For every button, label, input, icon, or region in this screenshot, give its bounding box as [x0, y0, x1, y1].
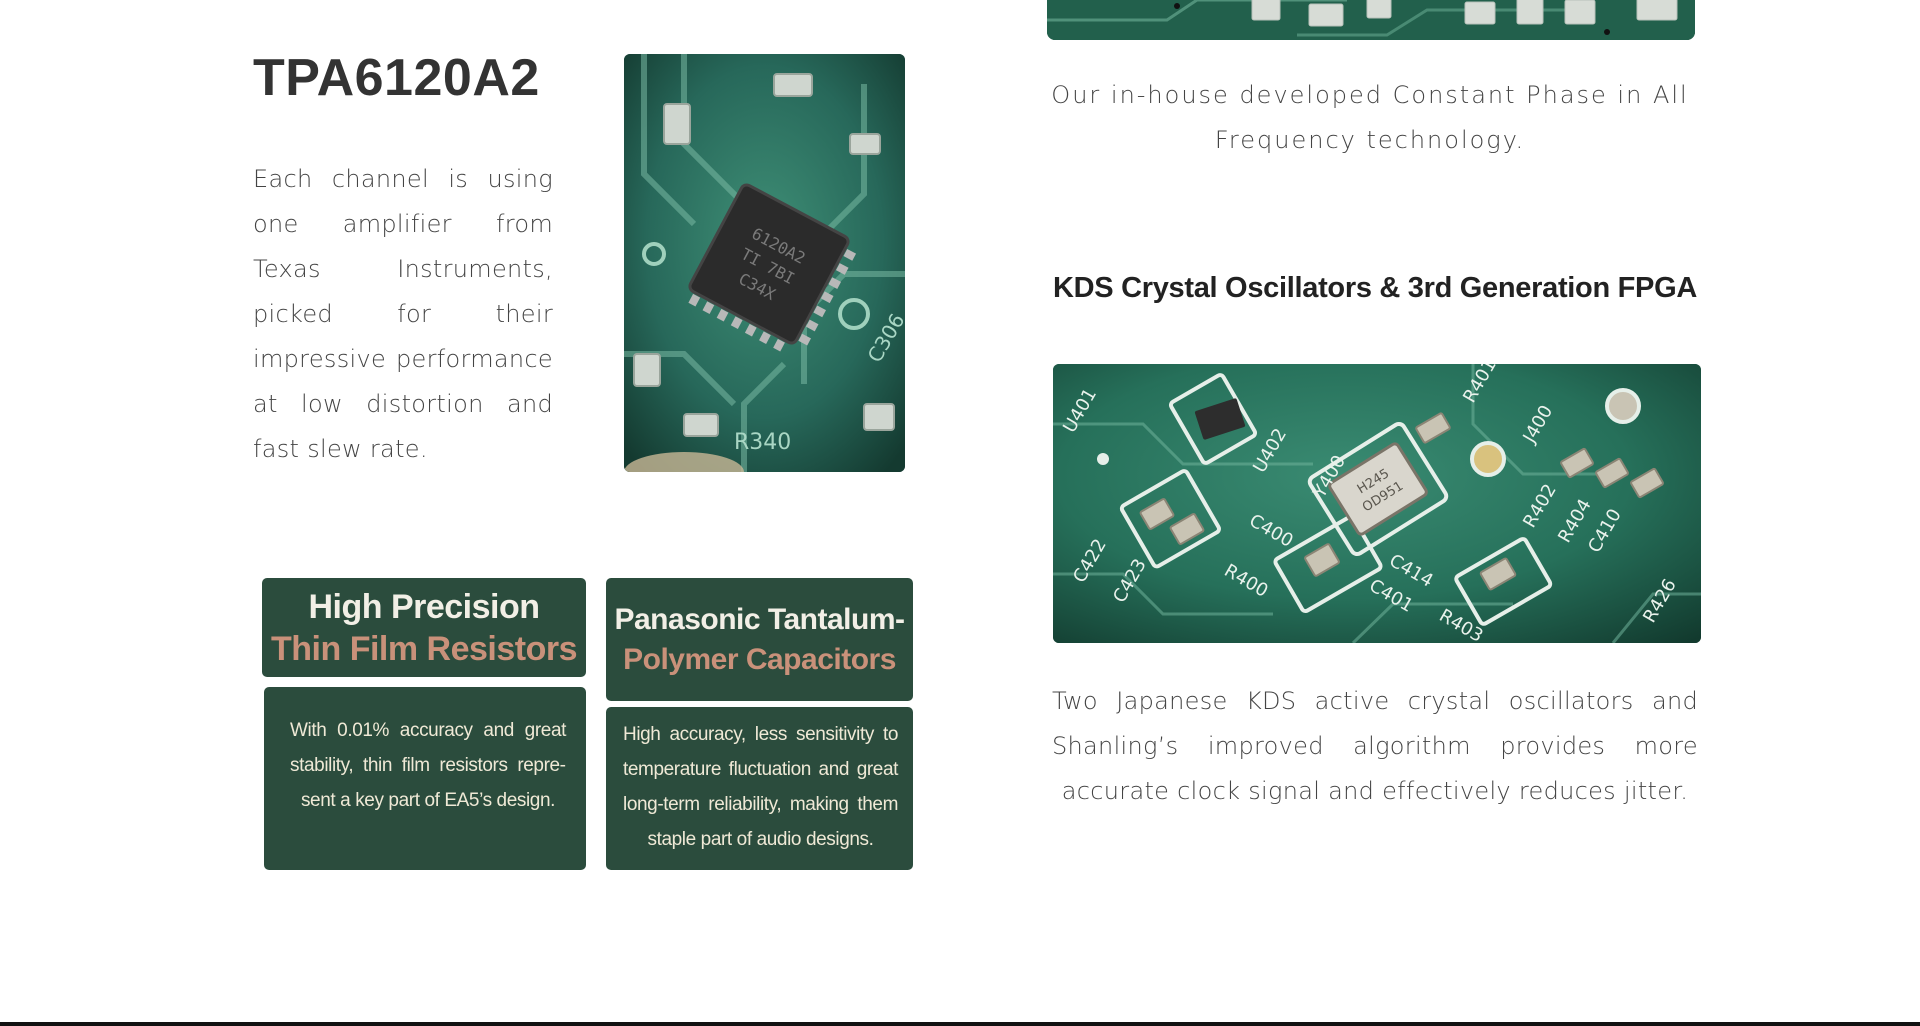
- card-tantalum-body: High accuracy, less sensitivity to tem­p…: [606, 707, 913, 870]
- kds-oscillator-image: H245 OD951 U401 U402 Y400: [1053, 364, 1701, 643]
- kds-description: Two Japanese KDS active crystal oscillat…: [1052, 687, 1698, 805]
- kds-title: KDS Crystal Oscillators & 3rd Generation…: [1052, 272, 1697, 304]
- card-thin-film-title-1: High Precision: [308, 587, 540, 626]
- card-tantalum-header: Panasonic Tantalum- Polymer Capacitors: [606, 578, 913, 701]
- pcb-crystal-oscillator-art: H245 OD951 U401 U402 Y400: [1053, 364, 1701, 643]
- card-tantalum-title-1: Panasonic Tantalum-: [614, 602, 905, 636]
- card-tantalum-title-2: Polymer Capacitors: [623, 642, 896, 676]
- card-thin-film-body: With 0.01% accuracy and great stability,…: [264, 687, 586, 870]
- card-thin-film-header: High Precision Thin Film Resistors: [262, 578, 586, 677]
- constant-phase-pcb-image: [1047, 0, 1695, 40]
- card-thin-film-title-2: Thin Film Resistors: [271, 629, 578, 668]
- bottom-divider: [0, 1022, 1920, 1026]
- pcb-amplifier-chip-art: 6120A2 TI 7BI C34X C306 R340: [624, 54, 905, 472]
- tpa-title: TPA6120A2: [253, 49, 540, 107]
- tpa-chip-image: 6120A2 TI 7BI C34X C306 R340: [624, 54, 905, 472]
- constant-phase-text: Our in-house developed Constant Phase in…: [1051, 81, 1689, 154]
- tpa-description: Each channel is using one amplifier from…: [253, 165, 553, 463]
- pcb-board-art: [1047, 0, 1695, 40]
- board-marking-2: R340: [734, 430, 791, 455]
